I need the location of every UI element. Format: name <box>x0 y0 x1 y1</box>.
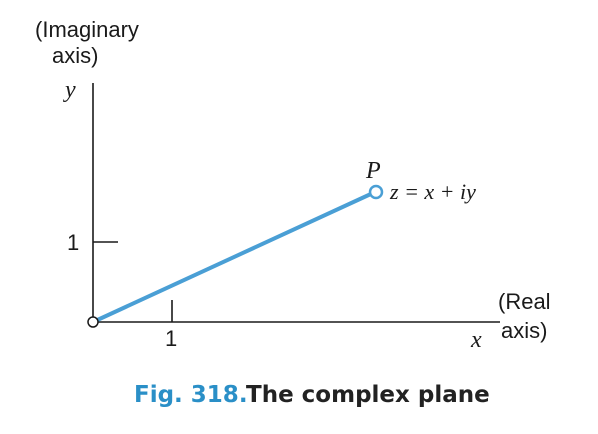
origin-point <box>87 316 99 328</box>
caption-number: Fig. 318. <box>134 382 248 408</box>
point-p-label: P <box>365 158 381 184</box>
imaginary-axis-label-line2: axis) <box>52 43 98 68</box>
y-axis-variable-label: y <box>63 77 76 103</box>
equation-z: z <box>389 179 399 204</box>
point-p-marker <box>368 184 384 200</box>
point-equation: z = x + iy <box>389 179 476 204</box>
x-tick-label: 1 <box>165 326 177 351</box>
vector-segment <box>91 191 375 324</box>
y-tick-label: 1 <box>67 230 79 255</box>
caption-text: The complex plane <box>246 382 490 408</box>
equation-rest: = x + iy <box>399 179 477 204</box>
real-axis-label-line2: axis) <box>501 318 547 343</box>
imaginary-axis-label-line1: (Imaginary <box>35 17 139 42</box>
real-axis-label-line1: (Real <box>498 289 551 314</box>
x-axis-variable-label: x <box>470 327 482 353</box>
